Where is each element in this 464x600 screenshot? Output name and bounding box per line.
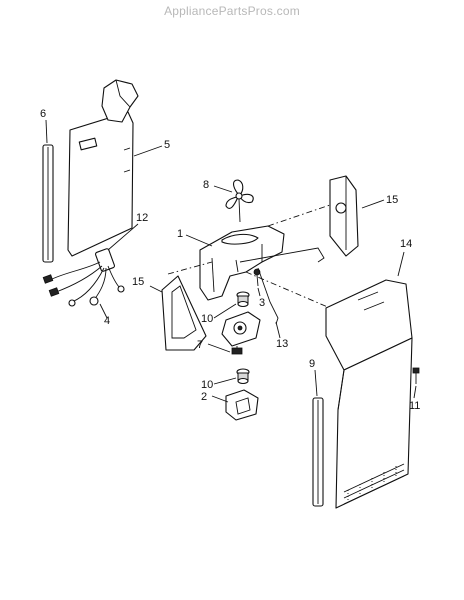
air-duct-housing-1	[199, 225, 285, 301]
leader-9	[314, 369, 318, 397]
duct-cover-5	[67, 79, 139, 257]
leader-4	[99, 303, 108, 319]
leader-10-upper	[213, 303, 237, 319]
align-line-a	[267, 204, 331, 227]
callout-8: 8	[203, 179, 209, 191]
callout-11: 11	[409, 400, 420, 412]
leader-8	[213, 185, 233, 193]
gasket-strip-6	[42, 144, 54, 263]
callout-7: 7	[197, 339, 203, 351]
leader-15-lower	[149, 285, 163, 293]
leader-1	[185, 234, 213, 247]
callout-4: 4	[104, 315, 110, 327]
seal-15-lower	[161, 275, 207, 351]
callout-15-lower: 15	[132, 276, 144, 288]
leader-6	[45, 119, 48, 144]
wire-bracket-13	[239, 247, 325, 325]
gasket-strip-9	[312, 397, 324, 507]
leader-7	[207, 343, 231, 353]
duct-panel-14	[325, 279, 413, 509]
leader-2	[211, 395, 229, 403]
watermark: AppliancePartsPros.com	[164, 4, 300, 18]
callout-6: 6	[40, 108, 46, 120]
leader-3	[257, 287, 261, 297]
bracket-15-upper	[329, 175, 359, 257]
wire-harness-12	[42, 248, 125, 307]
align-line-c	[245, 271, 331, 309]
callout-10-upper: 10	[201, 313, 213, 325]
leader-14	[397, 251, 405, 277]
leader-10-lower	[213, 377, 237, 385]
callout-1: 1	[177, 228, 183, 240]
callout-5: 5	[164, 139, 170, 151]
leader-11	[413, 385, 417, 399]
mount-bracket-2	[225, 389, 259, 421]
callout-12: 12	[136, 212, 148, 224]
callout-15-upper: 15	[386, 194, 398, 206]
callout-14: 14	[400, 238, 412, 250]
motor-7	[221, 311, 261, 355]
align-line-b	[167, 261, 213, 275]
callout-3: 3	[259, 297, 265, 309]
screw-11	[412, 367, 420, 384]
callout-10-lower: 10	[201, 379, 213, 391]
grommet-10-lower	[236, 368, 250, 385]
grommet-10-upper	[236, 291, 250, 308]
callout-2: 2	[201, 391, 207, 403]
leader-12	[107, 223, 139, 251]
callout-9: 9	[309, 358, 315, 370]
leader-15-upper	[361, 199, 385, 209]
leader-13	[275, 321, 281, 339]
callout-13: 13	[276, 338, 288, 350]
leader-5	[133, 145, 163, 157]
fan-blade-8	[225, 179, 254, 223]
